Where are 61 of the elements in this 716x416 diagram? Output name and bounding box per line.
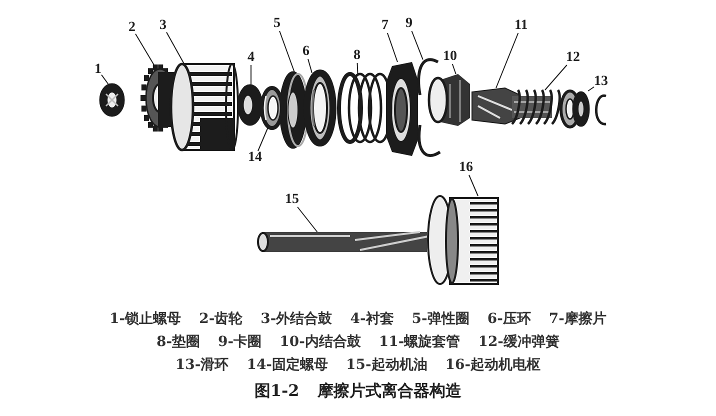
leader-line — [356, 62, 358, 74]
slip-ring-drawing — [560, 90, 590, 128]
figure-caption: 图1-2 摩擦片式离合器构造 — [254, 381, 462, 400]
leader-line — [250, 64, 252, 86]
pressure-ring-drawing — [304, 70, 336, 146]
leader-line — [308, 58, 312, 74]
part-key-text: 1-锁止螺母 — [110, 310, 182, 328]
inner-drum-drawing — [428, 74, 470, 126]
part-key-text: 11-螺旋套管 — [378, 333, 460, 351]
part-key-text: 10-内结合鼓 — [280, 333, 361, 351]
callout-number: 3 — [160, 19, 166, 33]
leader-line — [411, 30, 424, 60]
part-key-text: 16-起动机电枢 — [445, 356, 541, 374]
part-key-text: 6-压环 — [487, 310, 531, 328]
callout-number: 8 — [354, 49, 360, 63]
callout-number: 14 — [248, 151, 262, 165]
fixing-nut-drawing — [260, 86, 284, 130]
callout-number: 1 — [94, 63, 102, 77]
callout-number: 9 — [406, 17, 412, 31]
part-key-text: 2-齿轮 — [199, 310, 243, 328]
part-key-text: 15-起动机油 — [346, 356, 428, 374]
friction-plate-drawing — [386, 62, 418, 156]
leader-line — [279, 30, 295, 72]
leader-line — [257, 128, 268, 152]
callout-number: 15 — [285, 193, 299, 207]
leader-line — [386, 32, 398, 62]
part-key-text: 8-垫圈 — [156, 333, 200, 351]
leader-line — [166, 32, 185, 64]
lock-nut-drawing — [99, 83, 125, 117]
part-key-text: 12-缓冲弹簧 — [478, 333, 560, 351]
callout-number: 5 — [274, 17, 280, 31]
leader-line — [452, 64, 456, 74]
callout-number: 2 — [128, 21, 136, 35]
clip-drawing — [417, 58, 441, 157]
washer-drawing — [337, 72, 392, 144]
part-key-text: 3-外结合鼓 — [260, 310, 332, 328]
armature-drawing — [427, 195, 499, 285]
leader-line — [496, 32, 519, 88]
callout-number: 16 — [459, 161, 473, 175]
leader-line — [101, 74, 109, 84]
callout-number: 10 — [443, 50, 457, 64]
part-key-text: 4-衬套 — [350, 310, 394, 328]
part-key-text: 5-弹性圈 — [412, 310, 470, 328]
leader-line — [297, 206, 318, 232]
part-key-text: 7-摩擦片 — [548, 310, 606, 328]
part-key-text: 13-滑环 — [175, 356, 229, 374]
callout-number: 6 — [302, 45, 310, 59]
leader-line — [588, 86, 594, 92]
spring-drawing — [511, 89, 561, 125]
callout-number: 13 — [594, 75, 608, 89]
callout-number: 7 — [382, 19, 388, 33]
callout-number: 11 — [514, 19, 528, 33]
outer-drum-drawing — [170, 62, 239, 152]
leader-line — [468, 174, 478, 196]
callout-number: 12 — [566, 51, 580, 65]
bushing-drawing — [237, 84, 263, 126]
leader-line — [544, 64, 568, 90]
callout-number: 4 — [248, 51, 254, 65]
leader-line — [135, 33, 154, 65]
part-key-text: 9-卡圈 — [218, 333, 262, 351]
part-key-text: 14-固定螺母 — [246, 356, 328, 374]
